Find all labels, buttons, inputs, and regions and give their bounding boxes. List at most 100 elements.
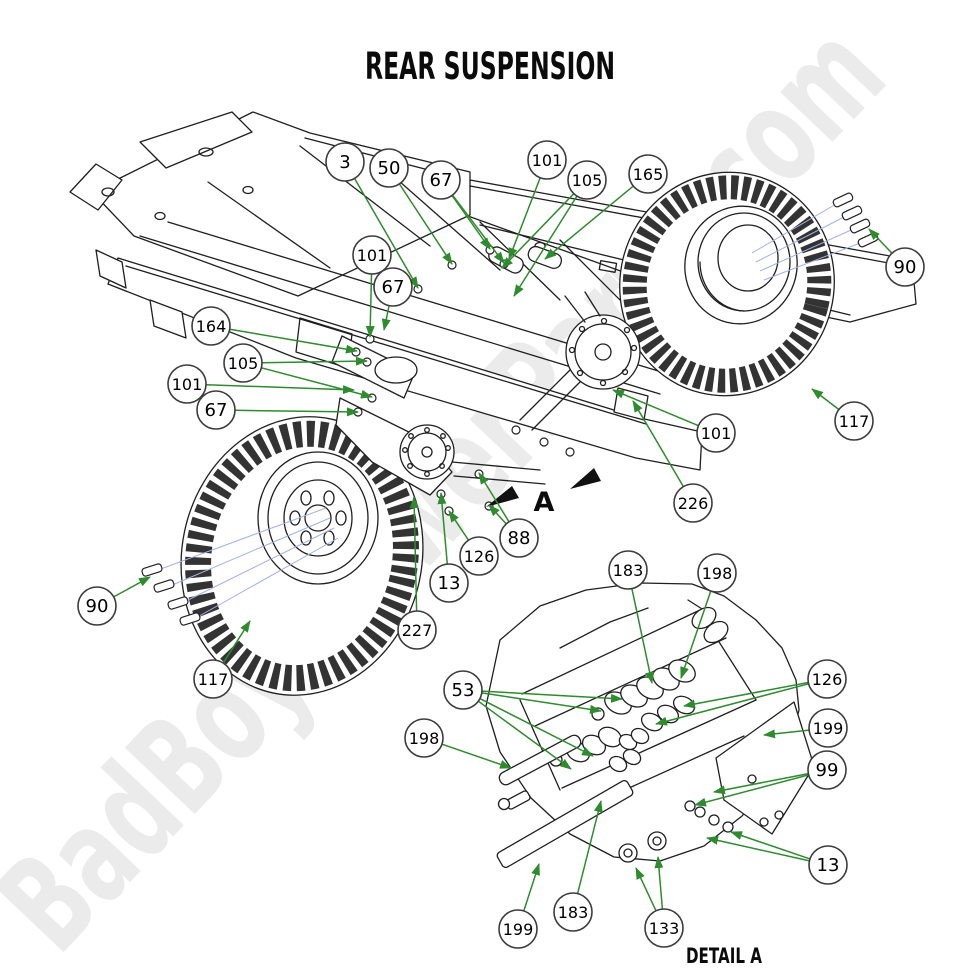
leader-line-13 [437,492,449,565]
callout-165: 165 [628,154,668,194]
callout-label: 105 [572,171,603,190]
leader-line-13 [706,836,810,862]
callout-label: 117 [198,670,229,689]
callout-67: 67 [373,267,413,307]
view-arrow-icon [570,468,601,489]
callout-117: 117 [834,401,874,441]
watermark: BadBoyMowerParts.com [0,0,914,980]
callout-label: 183 [613,561,644,580]
leader-line-105 [261,356,368,366]
callout-99: 99 [807,750,847,790]
leader-line-50 [398,183,453,265]
callout-label: 165 [633,165,664,184]
callout-105: 105 [223,343,263,383]
callout-label: 67 [382,277,405,298]
callout-126: 126 [807,659,847,699]
callout-67: 67 [421,160,461,200]
callout-label: 101 [172,375,203,394]
leader-line-101 [205,383,355,395]
callout-53: 53 [443,670,483,710]
leader-line-198 [441,743,512,769]
leader-line-53 [481,690,623,703]
callout-13: 13 [808,845,848,885]
callout-88: 88 [499,518,539,558]
leader-line-183 [631,588,655,684]
leader-line-165 [544,185,634,260]
leader-line-101 [508,177,541,260]
callout-198: 198 [404,718,444,758]
callout-label: 13 [438,573,461,594]
leader-line-101 [612,389,699,427]
leader-line-198 [680,590,712,679]
callout-label: 164 [196,317,227,336]
callout-3: 3 [325,142,365,182]
leader-line-53 [477,700,572,770]
page-title: REAR SUSPENSION [365,45,615,88]
leader-line-133 [654,856,664,910]
callout-label: 67 [205,400,228,421]
detail-caption: DETAIL A [686,944,763,968]
callout-label: 198 [409,729,440,748]
callout-226: 226 [673,483,713,523]
callout-199: 199 [808,708,848,748]
callout-label: 126 [812,670,843,689]
callout-label: 67 [430,170,453,191]
callout-13: 13 [429,563,469,603]
callout-label: 53 [452,680,475,701]
leader-line-67 [451,194,505,264]
leader-arrows [113,177,893,912]
leader-line-133 [635,867,657,912]
callout-label: 126 [464,547,495,566]
callout-101: 101 [527,140,567,180]
callout-label: 13 [817,855,840,876]
leader-line-105 [501,193,575,269]
callout-183: 183 [608,550,648,590]
leader-line-227 [409,496,419,612]
callout-90: 90 [885,247,925,287]
lug-bolts-left [141,563,201,626]
callout-label: 227 [402,621,433,640]
callout-126: 126 [459,536,499,576]
leader-line-183 [576,800,603,894]
leader-line-99 [694,774,809,807]
callout-133: 133 [644,908,684,948]
leader-line-90 [868,228,893,254]
view-arrow-icon [486,486,519,507]
leader-line-126 [655,683,809,726]
leader-line-88 [488,504,507,525]
leader-line-67 [451,195,491,250]
callout-67: 67 [196,390,236,430]
leader-line-88 [478,472,510,523]
callout-105: 105 [567,160,607,200]
callout-164: 164 [191,306,231,346]
leader-line-53 [479,697,594,757]
leader-line-67 [234,407,359,417]
callout-90: 90 [77,586,117,626]
callout-label: 101 [532,151,563,170]
leader-line-105 [513,195,578,297]
leader-line-117 [811,388,840,411]
leader-line-126 [683,681,809,709]
leader-line-67 [381,305,391,331]
callout-label: 99 [816,760,839,781]
leader-line-90 [113,576,151,598]
callout-101: 101 [352,235,392,275]
leader-line-53 [481,692,602,714]
callout-label: 133 [649,919,680,938]
callout-label: 50 [378,158,401,179]
callout-label: 117 [839,412,870,431]
callout-label: 3 [339,152,350,173]
callout-label: 183 [558,903,589,922]
leader-line-101 [365,273,375,338]
callout-183: 183 [553,892,593,932]
callout-198: 198 [697,553,737,593]
callout-101: 101 [696,413,736,453]
callout-label: 88 [508,528,531,549]
callout-label: 101 [357,246,388,265]
callout-label: 226 [678,494,709,513]
leader-line-99 [713,772,809,795]
leader-line-3 [353,178,419,289]
callout-117: 117 [193,659,233,699]
leader-line-164 [229,328,358,354]
